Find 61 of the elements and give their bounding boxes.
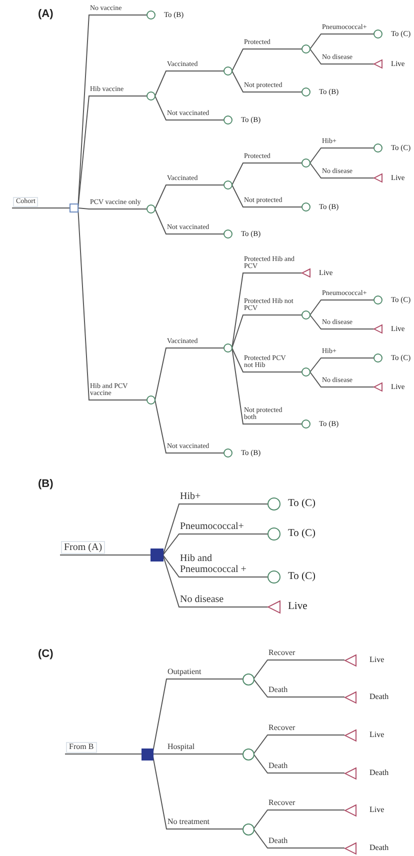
branch-line (253, 810, 345, 830)
panel-label: (A) (38, 8, 54, 20)
branch-label: Recover (268, 649, 296, 658)
branch-line (154, 208, 224, 234)
outcome-label: To (C) (288, 572, 316, 582)
branch-line (232, 184, 302, 208)
branch-label: Pneumococcal+ (180, 521, 244, 532)
branch-label: Death (268, 762, 288, 771)
branch-label: Hib+ (180, 491, 201, 502)
branch-line (232, 48, 302, 72)
branch-line (310, 300, 374, 316)
outcome-label: Live (370, 806, 384, 814)
outcome-label: Death (370, 693, 389, 701)
branch-label: No treatment (168, 818, 210, 827)
branch-line (253, 754, 345, 774)
branch-label: Hospital (168, 743, 195, 752)
branch-line (310, 34, 374, 50)
branch-line (154, 348, 224, 400)
branch-line (154, 96, 224, 120)
branch-line (162, 534, 268, 556)
branch-line (232, 314, 302, 348)
branch-label: Outpatient (168, 668, 202, 677)
branch-line (232, 162, 302, 186)
outcome-label: Death (370, 769, 389, 777)
branch-line (253, 828, 345, 848)
branch-label: Recover (268, 799, 296, 808)
branch-line (232, 348, 302, 372)
branch-label: No disease (180, 594, 224, 605)
panel-label: (B) (38, 478, 54, 490)
outcome-label: Live (370, 731, 384, 739)
branch-line (232, 272, 302, 348)
branch-line (232, 348, 302, 424)
outcome-label: Live (370, 656, 384, 664)
branch-label: Death (268, 837, 288, 846)
branch-line (310, 162, 374, 178)
branch-line (310, 48, 374, 64)
branch-line (78, 208, 148, 210)
branch-label: From B (66, 742, 97, 753)
branch-line (60, 554, 152, 556)
branch-label: Hib and Pneumococcal + (180, 553, 248, 575)
branch-line (310, 148, 374, 164)
branch-label: Recover (268, 724, 296, 733)
outcome-label: Live (288, 602, 308, 612)
branch-line (253, 678, 345, 698)
outcome-label: To (C) (288, 498, 316, 510)
branch-line (154, 400, 224, 454)
branch-line (232, 70, 302, 92)
branch-line (78, 96, 148, 208)
branch-line (253, 734, 345, 754)
branch-label: From (A) (61, 541, 106, 554)
branch-line (310, 372, 374, 388)
outcome-label: Death (370, 844, 389, 852)
branch-line (310, 358, 374, 372)
branch-line (162, 554, 268, 578)
outcome-label: To (C) (288, 528, 316, 540)
branch-line (253, 660, 345, 680)
branch-line (154, 184, 224, 210)
panel-label: (C) (38, 648, 54, 660)
branch-label: Death (268, 686, 288, 695)
branch-line (154, 70, 224, 96)
branch-line (310, 314, 374, 330)
